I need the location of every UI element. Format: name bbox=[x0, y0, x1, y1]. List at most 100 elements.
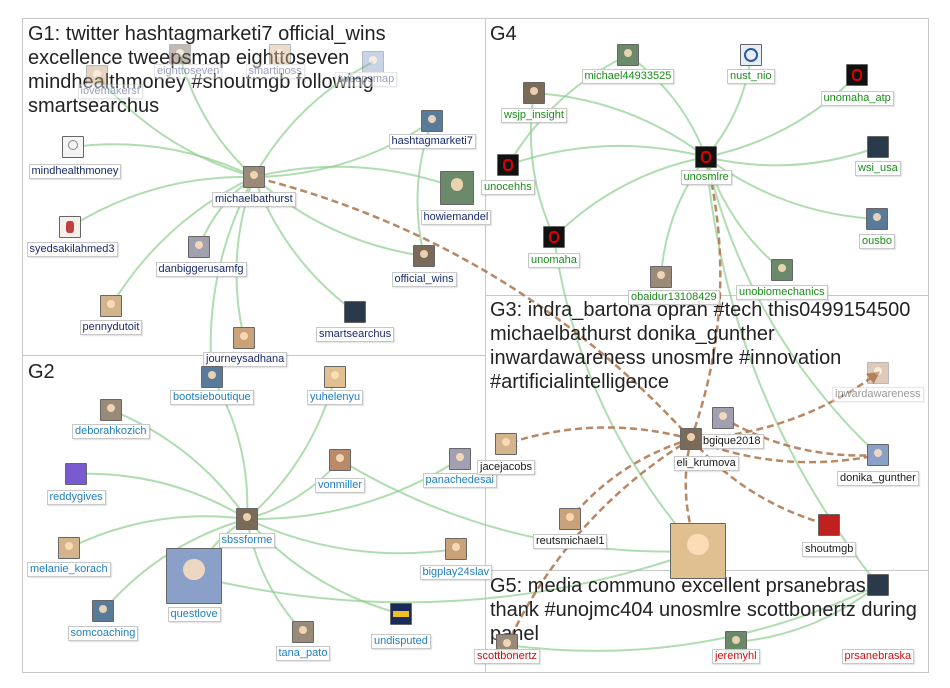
group-title-g1: G1: twitter hashtagmarketi7 official_win… bbox=[28, 23, 386, 117]
node-label: melanie_korach bbox=[27, 562, 111, 577]
logo-icon bbox=[818, 514, 840, 536]
node-label: danbiggerusamfg bbox=[155, 262, 247, 277]
avatar-icon bbox=[445, 538, 467, 560]
node-label: shoutmgb bbox=[802, 542, 857, 557]
avatar-icon bbox=[92, 600, 114, 622]
show-logo-icon bbox=[390, 603, 412, 625]
node-label: tana_pato bbox=[275, 646, 331, 661]
node-label: prsanebraska bbox=[841, 649, 915, 664]
edge-michaelbathurst-syedsakilahmed3 bbox=[68, 175, 255, 229]
edge-unosmlre-unocehhs bbox=[506, 144, 707, 168]
node-label: michaelbathurst bbox=[212, 192, 296, 207]
edge-unosmlre-obaidur13108429 bbox=[656, 156, 707, 279]
edge-unosmlre-michael44933525 bbox=[626, 53, 707, 158]
node-label: jacejacobs bbox=[477, 460, 535, 475]
avatar-icon bbox=[449, 448, 471, 470]
node-label: mindhealthmoney bbox=[28, 164, 122, 179]
logo-icon bbox=[344, 301, 366, 323]
group-title-g4: G4 bbox=[490, 23, 517, 45]
edge-unosmlre-unomaha bbox=[552, 156, 707, 239]
logo-icon bbox=[867, 574, 889, 596]
avatar-icon bbox=[236, 508, 258, 530]
avatar-icon bbox=[243, 166, 265, 188]
avatar-icon bbox=[680, 428, 702, 450]
node-label: panachedesai bbox=[422, 473, 498, 488]
edge-unosmlre-ousbo bbox=[705, 156, 879, 224]
avatar-icon bbox=[100, 295, 122, 317]
avatar-icon bbox=[440, 171, 474, 205]
node-label: eighttoseven bbox=[154, 64, 223, 79]
o-logo-icon bbox=[695, 146, 717, 168]
avatar-icon bbox=[201, 366, 223, 388]
avatar-icon bbox=[86, 65, 108, 87]
node-label: vonmiller bbox=[315, 478, 366, 493]
o-logo-icon bbox=[846, 64, 868, 86]
node-label: inwardawareness bbox=[832, 387, 924, 402]
hand-icon bbox=[59, 216, 81, 238]
avatar-icon bbox=[292, 621, 314, 643]
avatar-icon bbox=[421, 110, 443, 132]
edge-unosmlre-unomaha_atp bbox=[705, 73, 859, 158]
edge-vonmiller-oprah bbox=[339, 459, 700, 557]
node-label: undisputed bbox=[371, 634, 431, 649]
node-label: syedsakilahmed3 bbox=[26, 242, 118, 257]
edge-michaelbathurst-mindhealthmoney bbox=[71, 141, 255, 178]
avatar-icon bbox=[188, 236, 210, 258]
logo-icon bbox=[867, 136, 889, 158]
node-label: michael44933525 bbox=[581, 69, 675, 84]
node-label: bgique2018 bbox=[700, 434, 764, 449]
edge-bgique2018-donika_gunther bbox=[722, 416, 881, 462]
node-label: unomaha bbox=[528, 253, 580, 268]
node-label: nust_nio bbox=[727, 69, 775, 84]
node-label: reutsmichael1 bbox=[533, 534, 608, 549]
avatar-icon bbox=[617, 44, 639, 66]
avatar-icon bbox=[233, 327, 255, 349]
node-label: pennydutoit bbox=[79, 320, 143, 335]
avatar-icon bbox=[495, 433, 517, 455]
avatar-icon bbox=[867, 362, 889, 384]
node-label: unomaha_atp bbox=[820, 91, 894, 106]
node-label: scottbonertz bbox=[474, 649, 540, 664]
seal-icon bbox=[740, 44, 762, 66]
edge-howiemandel-michaelbathurst bbox=[252, 165, 458, 189]
edge-unosmlre-wsi_usa bbox=[705, 145, 880, 167]
edge-michael44933525-unocehhs bbox=[506, 54, 629, 167]
avatar-icon bbox=[329, 449, 351, 471]
node-label: deborahkozich bbox=[72, 424, 150, 439]
node-label: wsjp_insight bbox=[501, 108, 567, 123]
edge-eighttoseven-michaelbathurst bbox=[179, 54, 256, 179]
avatar-icon bbox=[866, 208, 888, 230]
brain-icon bbox=[62, 136, 84, 158]
avatar-icon bbox=[523, 82, 545, 104]
group-title-g5: G5: media communo excellent prsanebraska… bbox=[490, 575, 917, 645]
avatar-icon bbox=[712, 407, 734, 429]
edge-eli_krumova-shoutmgb bbox=[690, 438, 832, 529]
edge-scottbonertz-prsanebraska bbox=[506, 583, 880, 652]
node-label: jeremyhl bbox=[712, 649, 760, 664]
edge-michaelbathurst-official_wins bbox=[253, 176, 426, 260]
cartoon-icon bbox=[65, 463, 87, 485]
node-label: lovemakersf bbox=[77, 84, 143, 99]
node-label: unobiomechanics bbox=[736, 285, 828, 300]
node-label: somcoaching bbox=[67, 626, 139, 641]
avatar-icon bbox=[771, 259, 793, 281]
node-label: smartinoss bbox=[245, 64, 305, 79]
edge-michaelbathurst-hashtagmarketi7 bbox=[253, 119, 434, 178]
edge-eli_krumova-jacejacobs bbox=[503, 426, 692, 447]
edge-eli_krumova-reutsmichael1 bbox=[568, 437, 692, 521]
edge-lovemakersf-michaelbathurst bbox=[96, 75, 256, 180]
avatar-icon bbox=[559, 508, 581, 530]
node-label: journeysadhana bbox=[203, 352, 288, 367]
node-label: bigplay24slav bbox=[419, 565, 493, 580]
edge-sbssforme-deborahkozich bbox=[109, 408, 248, 520]
group-title-g3: G3: indra_bartona oprah #tech this049915… bbox=[490, 299, 911, 393]
node-label: hashtagmarketi7 bbox=[388, 134, 476, 149]
edge-jeremyhl-prsanebraska bbox=[735, 583, 880, 643]
node-label: obaidur13108429 bbox=[628, 290, 720, 305]
edge-tweepsmap-michaelbathurst bbox=[253, 61, 374, 179]
edge-unosmlre-wsjp_insight bbox=[532, 88, 707, 158]
node-label: howiemandel bbox=[420, 210, 492, 225]
node-label: bootsieboutique bbox=[170, 390, 254, 405]
avatar-icon bbox=[362, 51, 384, 73]
